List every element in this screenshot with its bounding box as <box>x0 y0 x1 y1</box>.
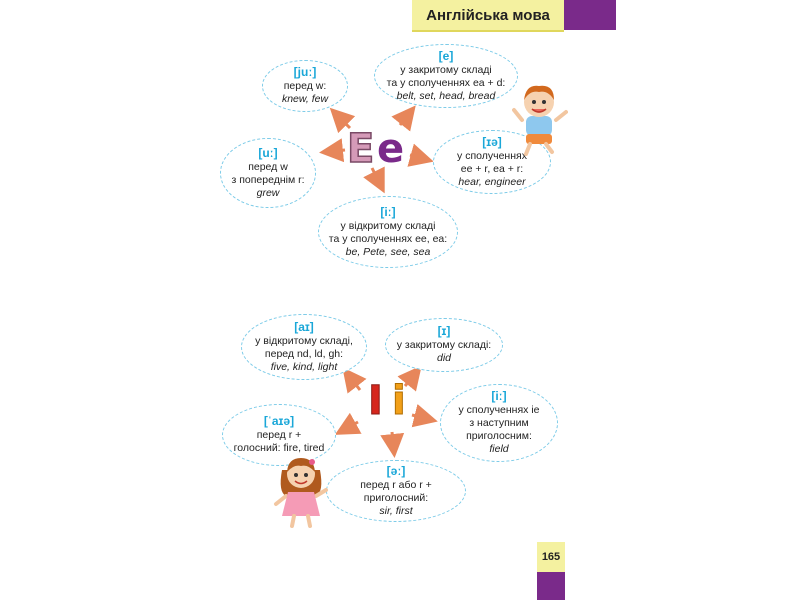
bubble-i-schwa: [əː] перед r або r + приголосний: sir, f… <box>326 460 466 522</box>
letter-i-upper: I <box>368 378 384 425</box>
bubble-i-ai: [aɪ] у відкритому складі, перед nd, ld, … <box>241 314 367 380</box>
bubble-e-i: [iː] у відкритому складі та у сполучення… <box>318 196 458 268</box>
arrow-e-1 <box>329 107 356 134</box>
subject-header: Англійська мова <box>412 0 564 32</box>
letter-e-upper: E <box>346 125 375 173</box>
header-tab <box>564 0 616 30</box>
bubble-i-short-i: [ɪ] у закритому складі: did <box>385 318 503 372</box>
arrow-i-1 <box>342 367 367 394</box>
page-number: 165 <box>537 542 565 572</box>
arrow-i-5 <box>380 431 405 458</box>
boy-illustration <box>512 85 568 156</box>
arrow-i-4 <box>411 403 438 428</box>
letter-i-lower: i <box>392 378 407 425</box>
arrow-e-5 <box>363 166 385 194</box>
subject-title: Англійська мова <box>426 6 550 24</box>
arrow-e-3 <box>319 138 346 163</box>
bubble-e-u: [uː] перед w з попереднім r: grew <box>220 138 316 208</box>
bubble-i-aie: [ˈaɪə] перед r + голосний: fire, tired <box>222 404 336 466</box>
bubble-e-ju: [juː] перед w: knew, few <box>262 60 348 112</box>
arrow-i-2 <box>397 365 422 392</box>
arrow-e-4 <box>407 143 434 167</box>
arrow-e-2 <box>391 105 416 132</box>
page-tab <box>537 572 565 600</box>
bubble-e-e: [e] у закритому складі та у сполученнях … <box>374 44 518 108</box>
girl-illustration <box>274 458 328 528</box>
letter-e-lower: e <box>377 126 405 172</box>
arrow-i-3 <box>334 412 362 435</box>
bubble-i-long-i: [iː] у сполученнях ie з наступним пригол… <box>440 384 558 462</box>
